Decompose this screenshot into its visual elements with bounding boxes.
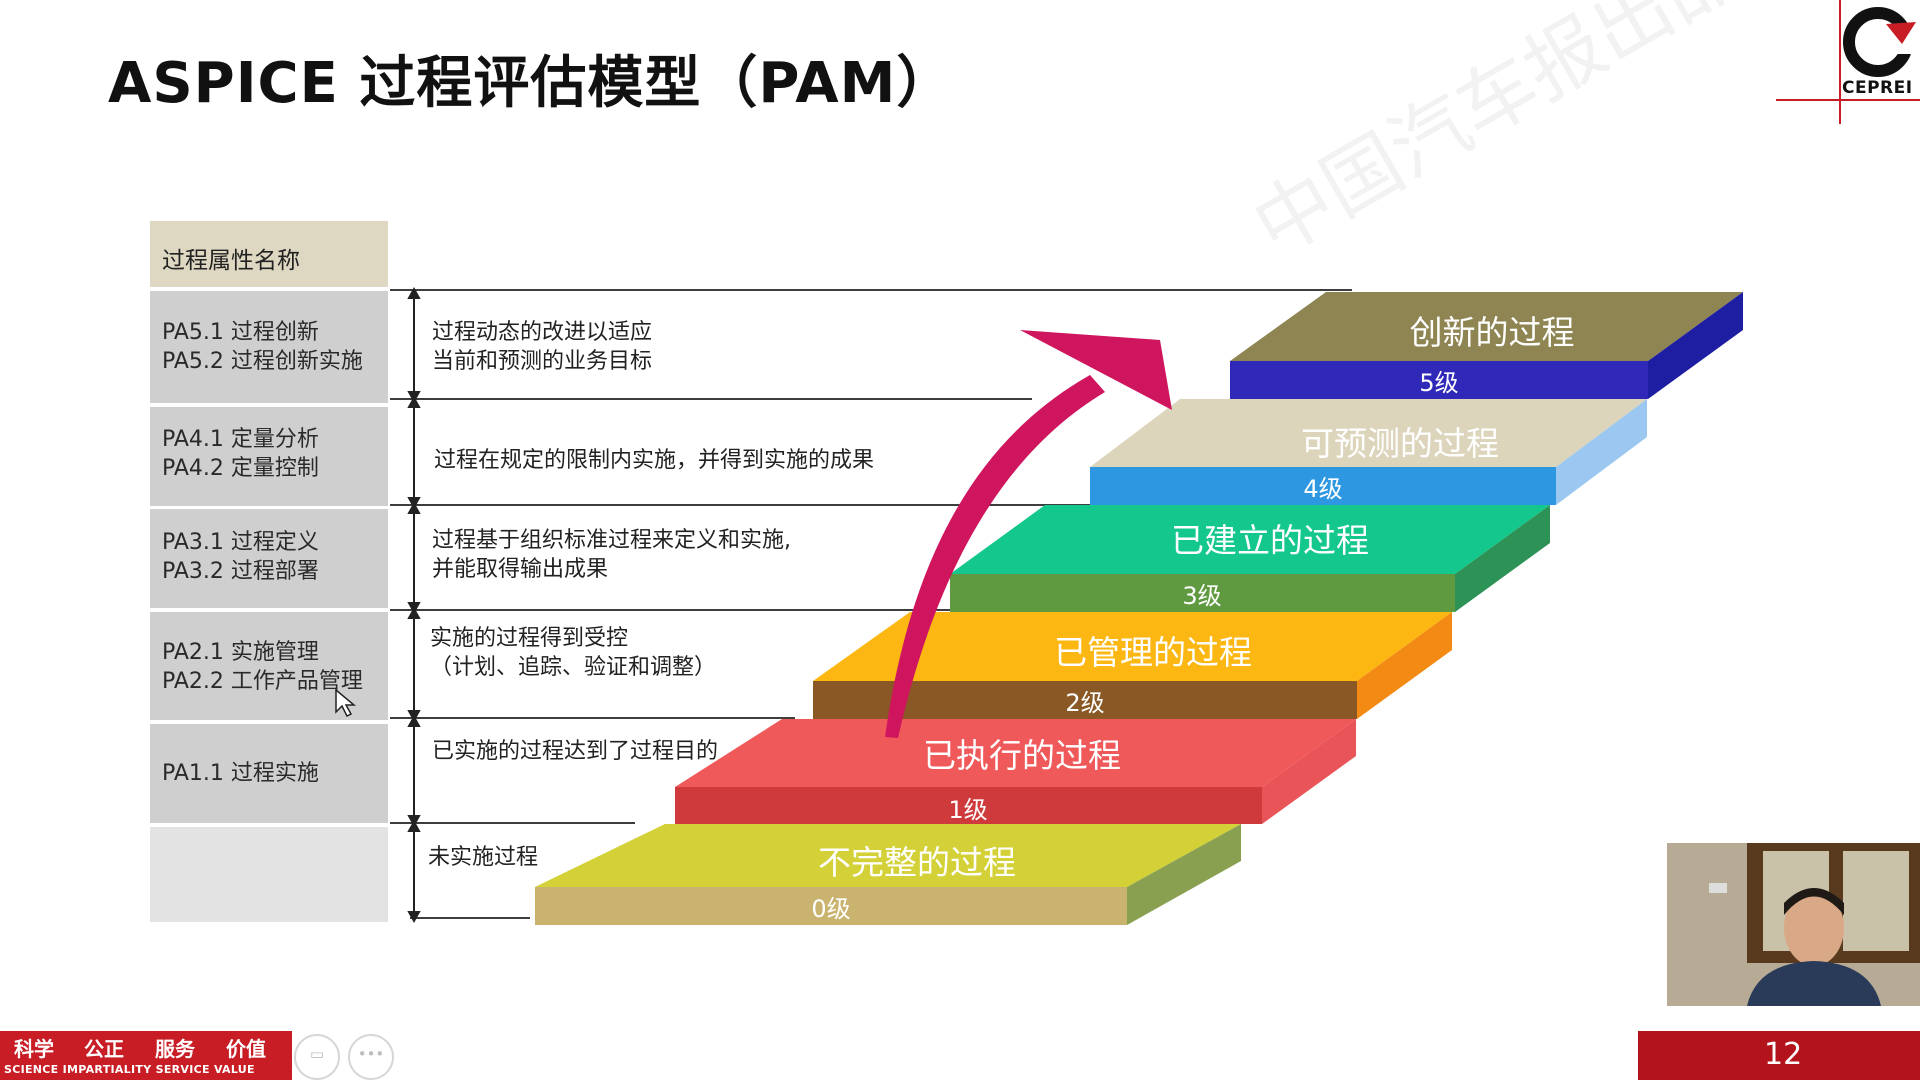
step-top — [535, 824, 1241, 887]
more-icon: ••• — [357, 1045, 385, 1063]
more-options-button[interactable]: ••• — [348, 1034, 394, 1080]
step-side — [1648, 292, 1743, 399]
step-level-label-0: 0级 — [811, 895, 851, 923]
pa-label: PA5.1 过程创新 PA5.2 过程创新实施 — [162, 318, 363, 376]
step-front — [1230, 361, 1648, 399]
step-level-label-3: 3级 — [1182, 582, 1222, 610]
slide-title: ASPICE 过程评估模型（PAM） — [108, 51, 954, 116]
step-level1 — [675, 719, 1356, 824]
pa-line: PA4.1 定量分析 — [162, 427, 319, 452]
desc-level0: 未实施过程 — [428, 843, 538, 872]
presenter-video — [1667, 843, 1920, 1006]
slogan-english: SCIENCE IMPARTIALITY SERVICE VALUE — [4, 1063, 255, 1076]
step-title-level5: 创新的过程 — [1409, 313, 1575, 352]
pa-cell-level5: PA5.1 过程创新 PA5.2 过程创新实施 — [150, 291, 388, 403]
ceprei-logo — [1776, 0, 1920, 124]
step-title-level4: 可预测的过程 — [1301, 424, 1499, 463]
desc-line: 已实施的过程达到了过程目的 — [432, 739, 719, 764]
step-top — [950, 505, 1550, 574]
page-number: 12 — [1764, 1037, 1803, 1072]
logo-text: CEPREI — [1842, 78, 1913, 98]
desc-level3: 过程基于组织标准过程来定义和实施, 并能取得输出成果 — [432, 526, 791, 584]
slogan-4: 价值 — [226, 1037, 266, 1061]
slogan-1: 科学 — [14, 1037, 54, 1061]
pa-cell-level3: PA3.1 过程定义 PA3.2 过程部署 — [150, 509, 388, 608]
pa-line: PA1.1 过程实施 — [162, 761, 319, 786]
pa-label: PA3.1 过程定义 PA3.2 过程部署 — [162, 528, 319, 586]
step-level-label-5: 5级 — [1419, 369, 1459, 397]
step-title-level1: 已执行的过程 — [923, 736, 1121, 775]
desc-line: 并能取得输出成果 — [432, 557, 609, 582]
pa-line: PA2.1 实施管理 — [162, 640, 319, 665]
pa-cell-level1: PA1.1 过程实施 — [150, 724, 388, 823]
step-side — [1455, 505, 1550, 612]
slogan-2: 公正 — [84, 1037, 124, 1061]
mouse-cursor-icon — [335, 688, 356, 718]
pa-line: PA3.2 过程部署 — [162, 559, 319, 584]
pa-label: PA1.1 过程实施 — [162, 759, 319, 788]
desc-level2: 实施的过程得到受控 （计划、追踪、验证和调整） — [430, 624, 716, 682]
pa-cell-level4: PA4.1 定量分析 PA4.2 定量控制 — [150, 407, 388, 506]
progress-arrow-head — [1020, 330, 1172, 410]
footer-slogan-bar: 科学 公正 服务 价值 SCIENCE IMPARTIALITY SERVICE… — [0, 1031, 292, 1080]
presenter-silhouette — [1667, 843, 1920, 1006]
step-front — [675, 787, 1262, 824]
step-front — [950, 574, 1455, 612]
desc-level4: 过程在规定的限制内实施，并得到实施的成果 — [434, 446, 874, 475]
step-level0 — [535, 824, 1241, 925]
table-header-label: 过程属性名称 — [162, 248, 300, 274]
step-level3 — [950, 505, 1550, 612]
desc-line: 当前和预测的业务目标 — [432, 349, 653, 374]
desc-line: 过程基于组织标准过程来定义和实施, — [432, 528, 791, 553]
step-top — [813, 612, 1452, 681]
desc-line: 实施的过程得到受控 — [430, 626, 629, 651]
step-level-label-4: 4级 — [1303, 475, 1343, 503]
pa-line: PA4.2 定量控制 — [162, 456, 319, 481]
step-title-level0: 不完整的过程 — [818, 843, 1016, 882]
slogan-3: 服务 — [155, 1037, 195, 1061]
step-top — [1090, 399, 1647, 467]
step-side — [1262, 719, 1356, 824]
step-level-label-1: 1级 — [948, 796, 988, 824]
step-top — [675, 719, 1356, 787]
desc-level5: 过程动态的改进以适应 当前和预测的业务目标 — [432, 318, 652, 376]
page-number-bar: 12 — [1638, 1031, 1920, 1080]
step-title-level3: 已建立的过程 — [1171, 521, 1369, 560]
step-side — [1556, 399, 1647, 505]
step-title-level2: 已管理的过程 — [1054, 633, 1252, 672]
step-level2 — [813, 612, 1452, 719]
pa-line: PA2.2 工作产品管理 — [162, 669, 363, 694]
desc-line: 未实施过程 — [428, 845, 539, 870]
pa-label: PA4.1 定量分析 PA4.2 定量控制 — [162, 425, 319, 483]
step-level4 — [1090, 399, 1647, 505]
step-level5 — [1230, 292, 1743, 399]
step-side — [1127, 824, 1241, 925]
pa-label: PA2.1 实施管理 PA2.2 工作产品管理 — [162, 638, 363, 696]
desc-line: 过程动态的改进以适应 — [432, 320, 653, 345]
step-level-label-2: 2级 — [1065, 689, 1105, 717]
pa-line: PA5.2 过程创新实施 — [162, 349, 363, 374]
table-header: 过程属性名称 — [150, 221, 388, 287]
desc-level1: 已实施的过程达到了过程目的 — [432, 737, 718, 766]
step-top — [1230, 292, 1743, 361]
subtitle-toggle-button[interactable]: ▭ — [294, 1034, 340, 1080]
subtitle-icon: ▭ — [309, 1045, 325, 1063]
logo-mark-icon — [1776, 0, 1920, 124]
pa-cell-level0 — [150, 827, 388, 922]
step-front — [535, 887, 1127, 925]
pa-line: PA3.1 过程定义 — [162, 530, 319, 555]
desc-line: 过程在规定的限制内实施，并得到实施的成果 — [434, 448, 875, 473]
pa-line: PA5.1 过程创新 — [162, 320, 319, 345]
desc-line: （计划、追踪、验证和调整） — [430, 655, 717, 680]
step-side — [1357, 612, 1452, 719]
step-front — [1090, 467, 1556, 505]
